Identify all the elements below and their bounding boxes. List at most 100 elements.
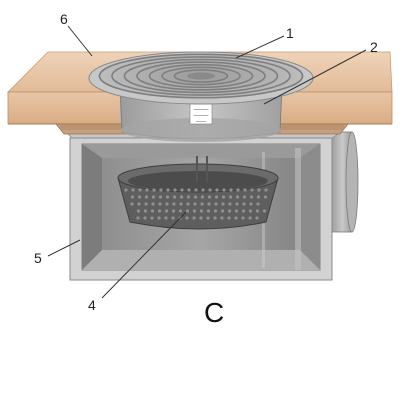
basket-perforation	[228, 195, 233, 199]
basket-perforation	[220, 216, 224, 220]
basket-perforation	[130, 195, 135, 199]
basket-perforation	[186, 202, 190, 206]
basket-perforation	[171, 209, 176, 213]
basket-perforation	[243, 188, 247, 192]
grate-ring	[136, 61, 266, 91]
grate-ring	[148, 63, 254, 89]
basket-perforation	[173, 188, 177, 192]
basket-perforation	[234, 216, 238, 220]
basket-perforation	[172, 195, 177, 199]
basket-perforation	[227, 216, 231, 220]
basket-perforation	[235, 195, 240, 199]
basket-perforation	[130, 202, 134, 206]
callout-2: 2	[370, 39, 378, 55]
basket-perforation	[158, 195, 163, 199]
basket-perforation	[199, 216, 203, 220]
basket-perforation	[145, 188, 149, 192]
basket-perforation	[236, 188, 240, 192]
basket-perforation	[180, 188, 184, 192]
basket-perforation	[242, 202, 246, 206]
basket-perforation	[213, 209, 218, 213]
basket-perforation	[221, 202, 225, 206]
basket-perforation	[150, 216, 154, 220]
basket-perforation	[178, 209, 183, 213]
basket-perforation	[193, 202, 197, 206]
basket-perforation	[207, 202, 211, 206]
leader-6	[67, 25, 93, 57]
basket-perforation	[206, 216, 210, 220]
basket-perforation	[228, 202, 232, 206]
basket-perforation	[220, 209, 225, 213]
basket-perforation	[263, 195, 268, 199]
basket-perforation	[214, 195, 219, 199]
basket-perforation	[143, 209, 148, 213]
grate-ring	[98, 53, 304, 99]
callout-1: 1	[286, 25, 294, 41]
leader-lines	[47, 25, 367, 299]
basket-perforation	[257, 188, 261, 192]
basket-perforation	[206, 209, 211, 213]
leader-5	[47, 239, 81, 257]
grate-ring	[173, 69, 229, 83]
basket-perforation	[194, 188, 198, 192]
basket-perforation	[137, 202, 141, 206]
basket-perforation	[157, 209, 162, 213]
basket-perforation	[264, 188, 268, 192]
basket-perforation	[214, 202, 218, 206]
figure-letter: C	[204, 297, 224, 328]
basket-perforation	[241, 209, 246, 213]
basket-perforation	[172, 202, 176, 206]
basket-perforation	[192, 209, 197, 213]
grate-ring	[161, 66, 241, 86]
product-label-line-3: ——	[196, 119, 206, 125]
basket-perforation	[136, 216, 140, 220]
basket-perforation	[248, 216, 252, 220]
leader-2	[263, 49, 367, 105]
basket-perforation	[262, 209, 267, 213]
callout-4: 4	[88, 297, 96, 313]
basket-perforation	[229, 188, 233, 192]
basket-perforation	[249, 202, 253, 206]
basket-perforation	[208, 188, 212, 192]
basket-perforation	[221, 195, 226, 199]
basket-perforation	[158, 202, 162, 206]
basket-perforation	[171, 216, 175, 220]
basket-perforation	[159, 188, 163, 192]
callout-6: 6	[60, 11, 68, 27]
basket-perforation	[136, 209, 141, 213]
basket-perforation	[144, 202, 148, 206]
basket-perforation	[242, 195, 247, 199]
basket-perforation	[179, 202, 183, 206]
leader-4	[101, 211, 187, 299]
leader-1	[235, 35, 285, 59]
basket-perforation	[192, 216, 196, 220]
basket-perforation	[186, 195, 191, 199]
basket-perforation	[164, 216, 168, 220]
basket-perforation	[248, 209, 253, 213]
basket-perforation	[151, 202, 155, 206]
basket-perforation	[165, 195, 170, 199]
basket-perforation	[241, 216, 245, 220]
basket-perforation	[207, 195, 212, 199]
basket-perforation	[157, 216, 161, 220]
drain-box	[65, 131, 342, 281]
basket-perforation	[131, 188, 135, 192]
basket-perforation	[255, 209, 260, 213]
basket-perforation	[124, 188, 128, 192]
basket-perforation	[144, 195, 149, 199]
round-grate	[88, 51, 314, 105]
basket-perforation	[249, 195, 254, 199]
basket-perforation	[256, 195, 261, 199]
basket-perforation	[138, 188, 142, 192]
basket-perforation	[234, 209, 239, 213]
basket-perforation	[137, 195, 142, 199]
basket-perforation	[222, 188, 226, 192]
basket-perforation	[215, 188, 219, 192]
basket-perforation	[185, 216, 189, 220]
basket-perforation	[151, 195, 156, 199]
basket-perforation	[200, 202, 204, 206]
sediment-basket	[117, 156, 279, 230]
basket-perforation	[143, 216, 147, 220]
grate-ring	[123, 58, 279, 94]
